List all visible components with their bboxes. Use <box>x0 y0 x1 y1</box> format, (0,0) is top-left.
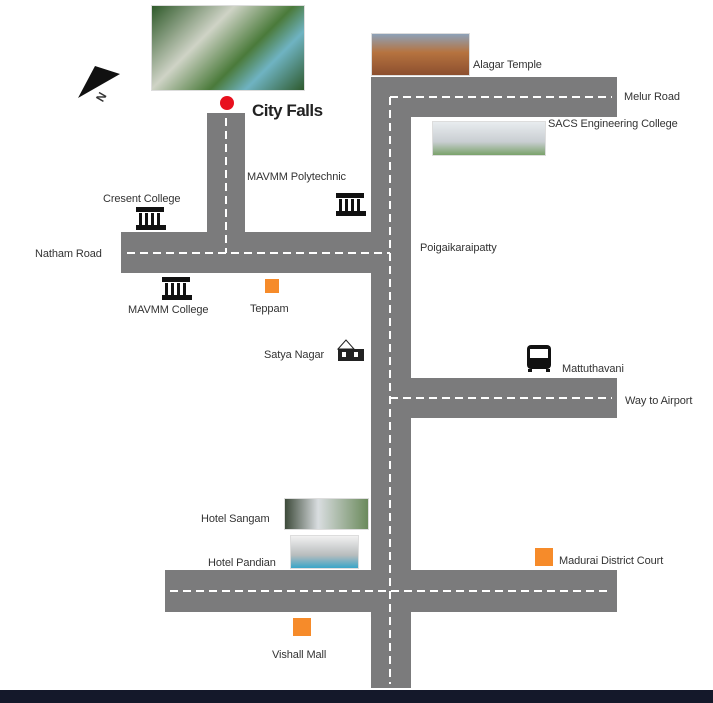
court-marker <box>535 548 553 566</box>
city-falls-marker <box>220 96 234 110</box>
sacs-college-photo <box>432 121 546 156</box>
teppam-marker <box>265 279 279 293</box>
compass-icon <box>78 66 120 98</box>
label-airport-road: Way to Airport <box>625 395 693 407</box>
project-title: City Falls <box>252 101 323 120</box>
city-falls-photo <box>151 5 305 91</box>
label-satya-nagar: Satya Nagar <box>264 349 325 361</box>
label-hotel-pandian: Hotel Pandian <box>208 557 276 569</box>
label-sacs: SACS Engineering College <box>548 118 678 130</box>
label-hotel-sangam: Hotel Sangam <box>201 513 270 525</box>
label-cresent: Cresent College <box>103 193 181 205</box>
label-polytechnic: MAVMM Polytechnic <box>247 171 346 183</box>
vishall-mall-marker <box>293 618 311 636</box>
label-vishall-mall: Vishall Mall <box>272 649 327 661</box>
label-melur-road: Melur Road <box>624 91 680 103</box>
label-alagar-temple: Alagar Temple <box>473 59 542 71</box>
label-natham-road: Natham Road <box>35 248 102 260</box>
footer-bar <box>0 690 713 703</box>
label-teppam: Teppam <box>250 303 289 315</box>
alagar-temple-photo <box>371 33 470 76</box>
hotel-pandian-photo <box>290 535 359 569</box>
bus-icon <box>527 345 551 372</box>
label-court: Madurai District Court <box>559 555 664 567</box>
houses-icon <box>336 339 364 361</box>
hotel-sangam-photo <box>284 498 369 530</box>
label-mavmm-college: MAVMM College <box>128 304 209 316</box>
label-poigai: Poigaikaraipatty <box>420 242 497 254</box>
college-icon <box>136 193 366 300</box>
label-mattuthavani: Mattuthavani <box>562 363 624 375</box>
